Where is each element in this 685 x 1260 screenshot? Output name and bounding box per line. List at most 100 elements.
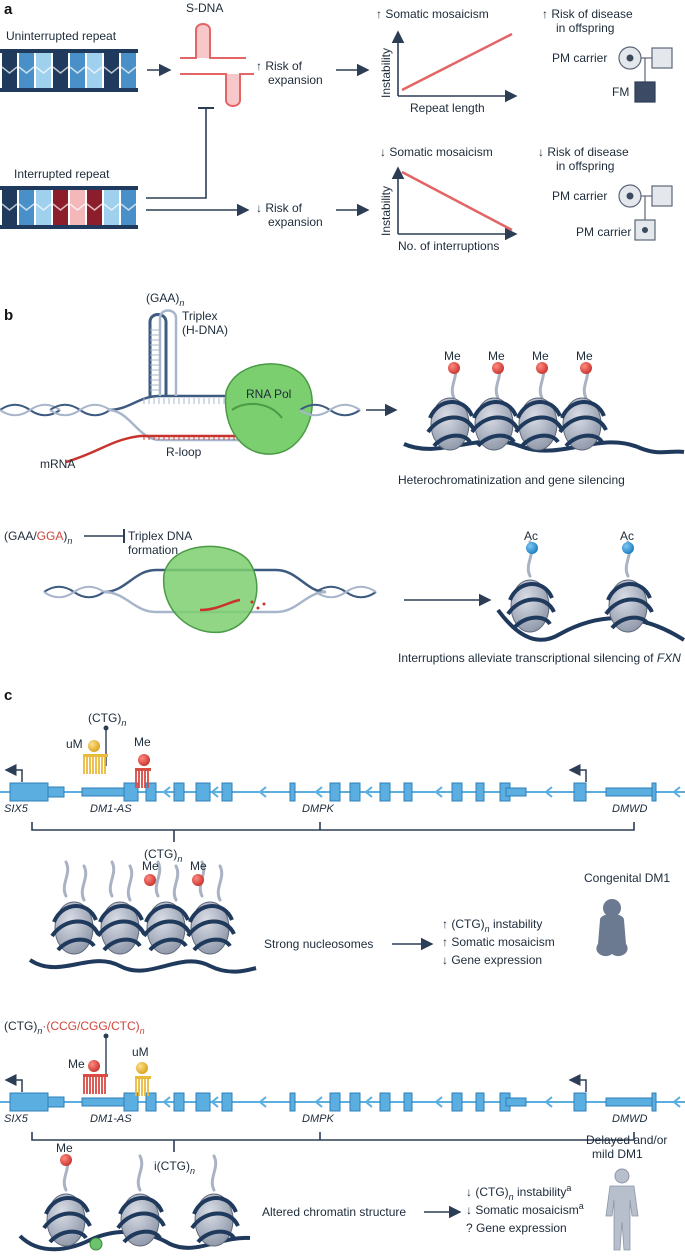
repeat-unit [104,53,119,88]
mrna-label: mRNA [40,457,75,471]
mild-text: mild DM1 [592,1147,643,1161]
y-axis-label: Instability [379,186,393,236]
sdna-label: S-DNA [186,1,223,15]
instability-up-text: ↑ (CTG)n instability [442,917,542,934]
pedigree-stable: PM carrier PM carrier [552,184,673,241]
in-offspring-text: in offspring [556,21,614,35]
pm-carrier-text: PM carrier [552,51,607,65]
rloop-label: R-loop [166,445,202,459]
dmwd-label: DMWD [612,803,647,815]
gene-q-text: ? Gene expression [466,1221,567,1235]
bracket [31,822,635,831]
repeat-unit [121,190,136,225]
me-label: Me [134,735,151,749]
y-axis-label: Instability [379,48,393,98]
ctg-label-2: (CTG)n [144,847,182,864]
repeat-unit [36,190,51,225]
risk-up-text: ↑ Risk of [256,59,303,73]
bracket [31,1132,635,1141]
ac-label-2: Ac [620,529,634,543]
x-axis-label: Repeat length [410,101,485,115]
altered-nucleosome-array: Me [18,1141,251,1252]
graph-instability-vs-length: Instability Repeat length [379,30,518,115]
x-axis-label: No. of interruptions [398,239,499,253]
hdna-label: (H-DNA) [182,323,228,337]
six5-label: SIX5 [4,803,29,815]
ictg-label: i(CTG)n [154,1159,195,1176]
interruptions-alleviate-text: Interruptions alleviate transcriptional … [398,651,681,665]
me-label: Me [190,859,207,873]
strong-nucleosome-array: Me Me [28,859,257,974]
me-label-3: Me [56,1141,73,1155]
sdna-structure [180,23,254,107]
gene-track [0,1074,685,1112]
fm-text: FM [612,85,629,99]
ctg-label: (CTG)n [88,711,126,728]
interrupted-repeat-dna [0,186,138,229]
me-label: Me [532,349,549,363]
triplex-label: Triplex [182,309,218,323]
inhibit-line [146,108,207,199]
open-transcription-bubble [43,545,377,634]
repeat-unit [87,53,102,88]
repeat-unit [104,190,119,225]
disease-up-text: ↑ Risk of disease [542,7,633,21]
panel-c-label: c [4,687,12,704]
me-label-2: Me [68,1057,85,1071]
dm1as-label: DM1-AS [90,803,132,815]
gene-map-interrupted: Me uM [68,1033,149,1074]
ctg-interrupt-label: (CTG)n·(CCG/CGG/CTC)n [4,1019,145,1036]
uninterrupted-repeat-label: Uninterrupted repeat [6,29,117,43]
me-label: Me [576,349,593,363]
panel-a-label: a [4,1,13,18]
risk-down-text: ↓ Risk of [256,201,303,215]
gene-down-text: ↓ Gene expression [442,953,542,967]
mosaic-up-text-c: ↑ Somatic mosaicism [442,935,555,949]
disease-down-text: ↓ Risk of disease [538,145,629,159]
um-label-2: uM [132,1045,149,1059]
congenital-text: Congenital DM1 [584,871,670,885]
triplex-dna-text: Triplex DNA [128,529,192,543]
me-label: Me [444,349,461,363]
mosaic-down-text-c: ↓ Somatic mosaicisma [466,1201,584,1217]
repeat-unit [53,190,68,225]
repeat-unit [70,53,85,88]
six5-label-2: SIX5 [4,1113,29,1125]
panel-b-label: b [4,307,13,324]
me-label: Me [142,859,159,873]
heterochromatin-array: Me Me Me Me [403,349,685,455]
repeat-unit [121,53,136,88]
triplex-transcription-bubble: mRNA R-loop RNA Pol [0,309,361,471]
adult-icon [605,1168,639,1251]
interrupted-repeat-label: Interrupted repeat [14,167,110,181]
repeat-unit [70,190,85,225]
instability-down-text: ↓ (CTG)n instabilitya [466,1183,571,1202]
repeat-unit [2,190,17,225]
graph-instability-vs-interruptions: Instability No. of interruptions [379,166,518,253]
ac-label: Ac [524,529,538,543]
delayed-text: Delayed and/or [586,1133,667,1147]
me-label: Me [488,349,505,363]
strong-nucleosomes-text: Strong nucleosomes [264,937,373,951]
gene-track [0,764,685,802]
formation-text: formation [128,543,178,557]
expansion-text-down: expansion [268,215,323,229]
in-offspring-text-2: in offspring [556,159,614,173]
repeat-unit [19,190,34,225]
dmwd-label-2: DMWD [612,1113,647,1125]
altered-chromatin-text: Altered chromatin structure [262,1205,406,1219]
hetero-text: Heterochromatinization and gene silencin… [398,473,625,487]
uninterrupted-repeat-dna [0,49,138,92]
rna-pol-label: RNA Pol [246,387,291,401]
repeat-unit [19,53,34,88]
pm-carrier-text-2: PM carrier [576,225,631,239]
repeat-unit [2,53,17,88]
pm-carrier-text: PM carrier [552,189,607,203]
expansion-text-up: expansion [268,73,323,87]
repeat-unit [36,53,51,88]
repeat-unit [87,190,102,225]
gene-map-unexpanded: (CTG)n uM Me [66,711,151,766]
gaa-label: (GAA)n [146,291,184,308]
dmpk-label-2: DMPK [302,1113,334,1125]
